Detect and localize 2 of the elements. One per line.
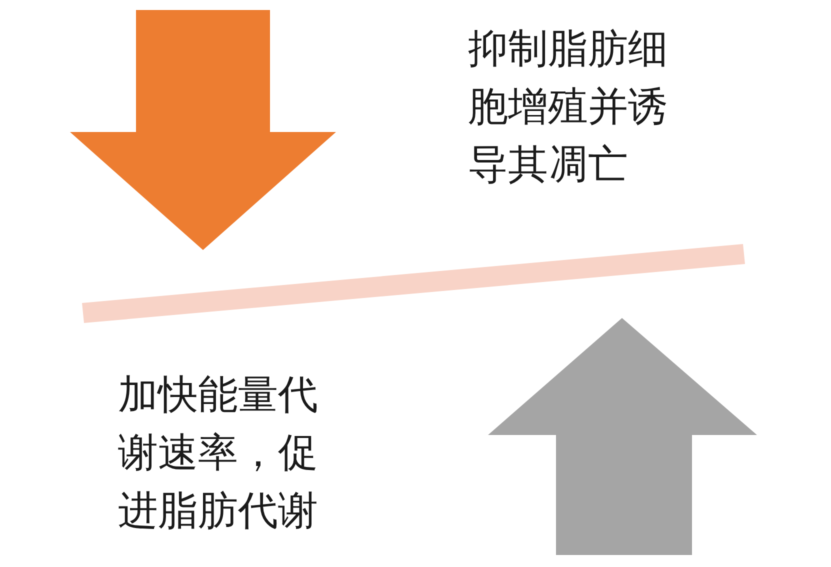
annotation-text: 加快能量代谢速率，促进脂肪代谢 — [118, 371, 319, 536]
annotation-text: 抑制脂肪细胞增殖并诱导其凋亡 — [468, 25, 669, 190]
